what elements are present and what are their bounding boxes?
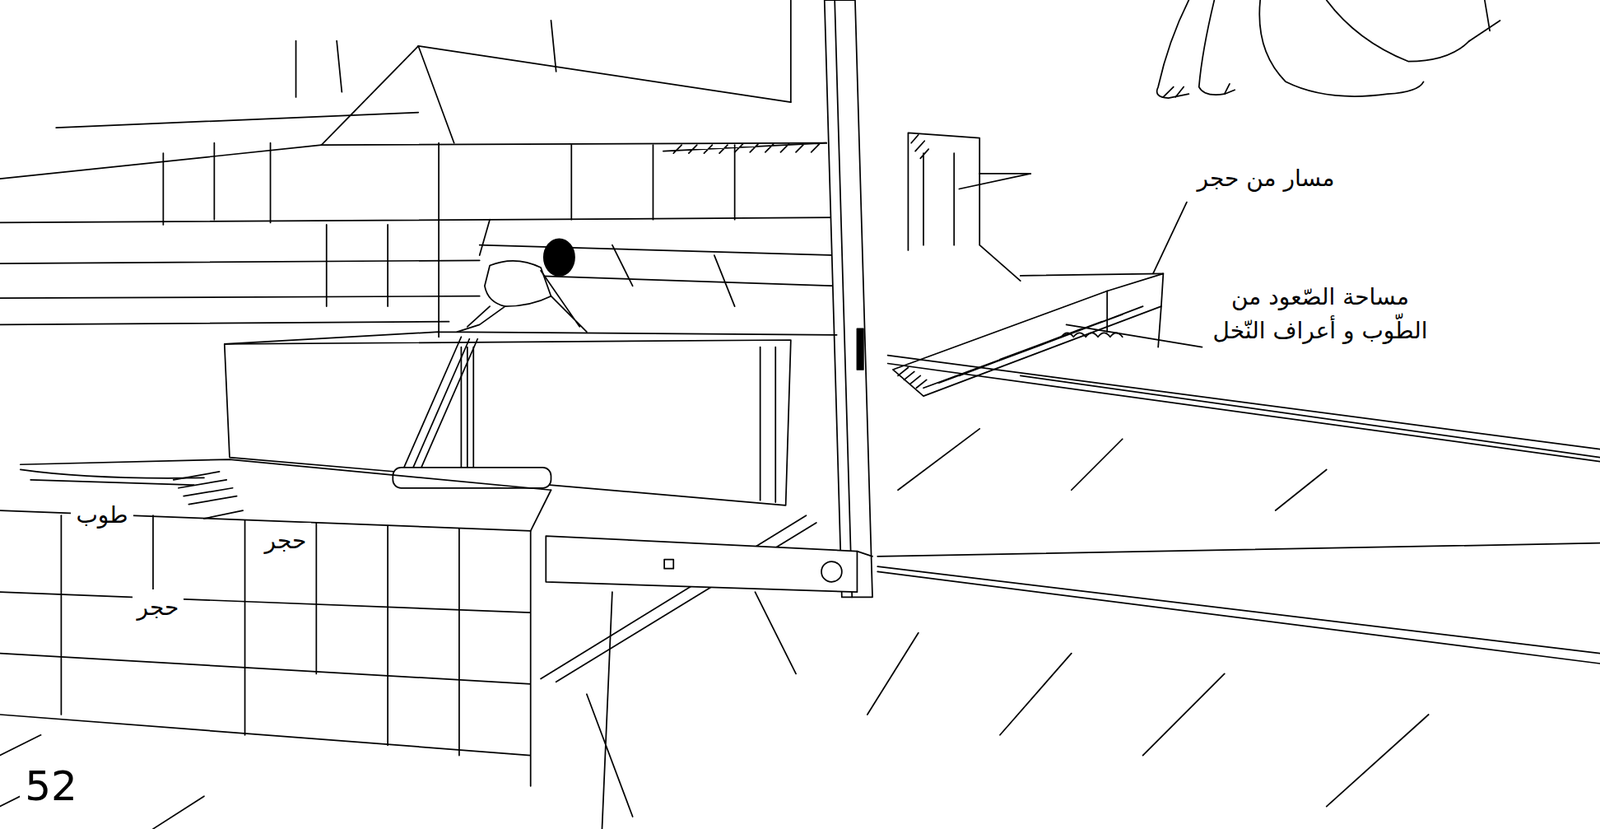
leader-lines xyxy=(958,173,1202,348)
page-number: 52 xyxy=(19,754,83,819)
stone-label: حجر xyxy=(132,589,185,627)
dog-sketch xyxy=(1157,0,1501,98)
rails xyxy=(877,355,1600,664)
background-courses xyxy=(0,0,838,337)
wooden-post xyxy=(824,0,873,597)
ramp xyxy=(893,273,1164,396)
ground-lines xyxy=(0,428,1429,829)
stone-label: حجر xyxy=(260,522,312,560)
child-figure xyxy=(456,238,587,332)
lever xyxy=(540,515,873,682)
brick-label: طوب xyxy=(70,497,133,535)
ramp-label: مساحة الصّعود من الطّوب و أعراف النّخل xyxy=(1204,279,1437,349)
ropes-sled xyxy=(392,336,551,488)
platform xyxy=(0,459,551,787)
back-wall xyxy=(907,132,1031,281)
stone-block xyxy=(224,331,838,506)
stone-path-label: مسار من حجر xyxy=(1192,160,1340,198)
